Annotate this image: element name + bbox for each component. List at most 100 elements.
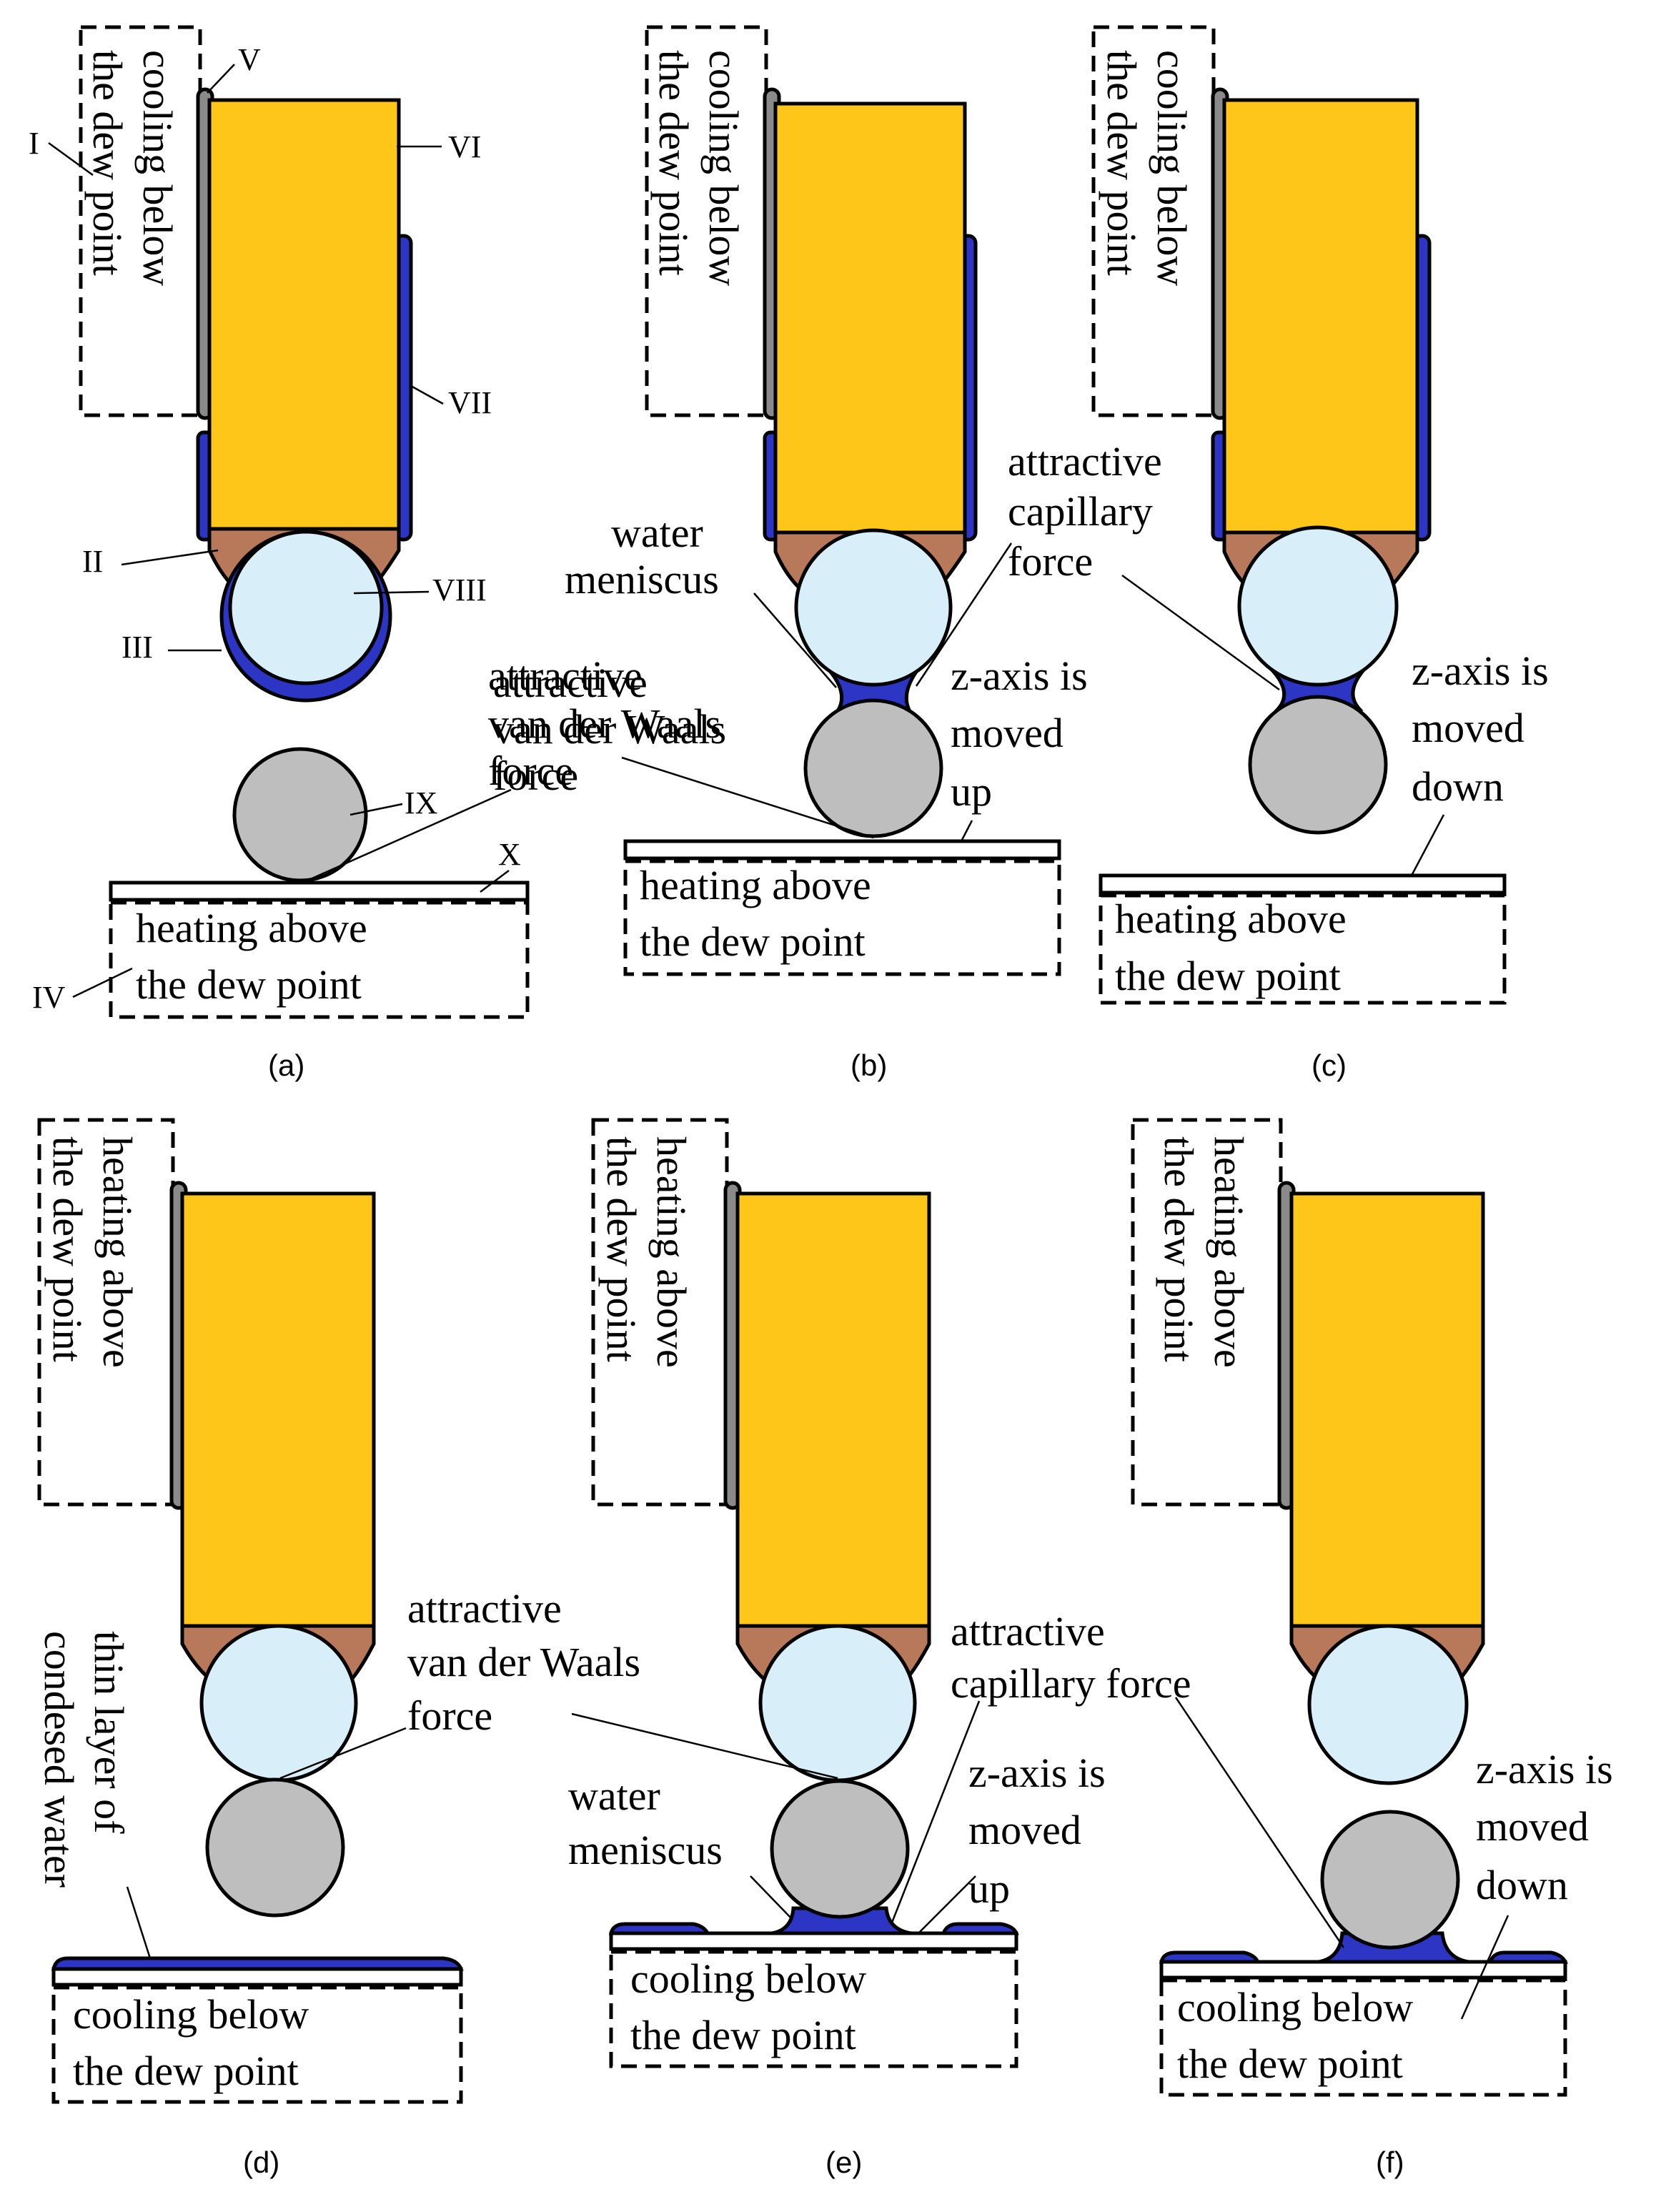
bottom-box-line-2: the dew point xyxy=(630,2012,856,2058)
bottom-box-line-2: the dew point xyxy=(1177,2040,1403,2087)
zaxis-line-2: moved xyxy=(968,1807,1081,1853)
gripper-sphere xyxy=(794,528,953,687)
meniscus-line-2: meniscus xyxy=(565,556,719,602)
gold-holder xyxy=(207,98,401,531)
microsphere xyxy=(232,747,368,883)
meniscus-line-1: water xyxy=(611,510,703,556)
peltier-box-top xyxy=(1091,25,1216,417)
bottom-box-line-1: cooling below xyxy=(73,1991,309,2038)
bottom-box-line-1: heating above xyxy=(640,862,871,908)
vdw-line-1: attractive xyxy=(488,653,643,699)
vdw-annotation: attractive van der Waals force xyxy=(488,653,874,839)
gripper-sphere xyxy=(228,530,384,685)
zaxis-label: z-axis is moved up xyxy=(951,653,1088,842)
top-box-line-1: cooling below xyxy=(700,50,747,286)
peltier-box-top xyxy=(591,1118,729,1507)
microsphere xyxy=(1248,695,1388,835)
bottom-box-line-2: the dew point xyxy=(1115,953,1341,999)
bottom-box-line-1: heating above xyxy=(1115,896,1347,942)
thin-water-layer xyxy=(51,1956,464,1971)
panel-a: cooling below the dew point heating abov… xyxy=(29,25,726,1082)
thin-layer-line-2: condesed water xyxy=(36,1631,82,1888)
meniscus-line-1: water xyxy=(568,1772,660,1819)
top-box-line-2: the dew point xyxy=(84,50,131,276)
zaxis-label: z-axis is moved down xyxy=(1460,1746,1613,2020)
capillary-leader xyxy=(1174,1697,1345,1948)
label-V: V xyxy=(238,42,261,77)
top-box-line-1: heating above xyxy=(1206,1136,1252,1368)
top-box-text: heating above the dew point xyxy=(44,1136,141,1368)
capillary-line-3: force xyxy=(1008,538,1093,585)
panel-b: cooling below the dew point heating abov… xyxy=(488,25,1162,1082)
zaxis-line-2: moved xyxy=(1476,1803,1589,1850)
peltier-box-bottom xyxy=(1099,893,1507,1005)
top-box-line-1: cooling below xyxy=(134,50,181,286)
water-meniscus xyxy=(771,1906,912,1935)
zaxis-line-1: z-axis is xyxy=(951,653,1088,699)
gold-holder xyxy=(1222,98,1419,535)
panel-e: heating above the dew point cooling belo… xyxy=(568,1118,1191,2179)
water-film-left xyxy=(1159,1950,1261,1964)
capillary-leader xyxy=(1121,574,1280,691)
zaxis-line-3: down xyxy=(1412,763,1504,810)
gripper-sphere xyxy=(1237,525,1399,687)
top-box-line-2: the dew point xyxy=(598,1136,645,1362)
top-box-text: cooling below the dew point xyxy=(1099,50,1195,286)
capillary-line-2: capillary force xyxy=(951,1660,1191,1707)
label-VII: VII xyxy=(448,385,492,420)
label-VIII: VIII xyxy=(432,572,487,607)
substrate xyxy=(623,839,1061,861)
substrate xyxy=(1099,873,1507,895)
substrate xyxy=(609,1931,1018,1951)
label-I: I xyxy=(29,126,39,161)
top-box-line-1: heating above xyxy=(648,1136,695,1368)
vdw-line-1: attractive xyxy=(407,1585,562,1632)
bottom-box-line-1: cooling below xyxy=(1177,1984,1413,2030)
caption-b: (b) xyxy=(851,1048,887,1082)
meniscus-line-2: meniscus xyxy=(568,1827,723,1873)
water-film-right xyxy=(1487,1950,1569,1964)
bottom-box-line-2: the dew point xyxy=(73,2048,299,2094)
thin-layer-leader xyxy=(126,1886,152,1959)
label-III: III xyxy=(122,630,153,665)
caption-a: (a) xyxy=(268,1048,304,1082)
vdw-leader xyxy=(571,1712,838,1780)
caption-d: (d) xyxy=(243,2146,279,2179)
annotation-line-1: attractive xyxy=(493,660,648,706)
top-box-text: heating above the dew point xyxy=(598,1136,695,1368)
roman-labels: I II III IV V VI VII VIII IX X xyxy=(29,42,521,1015)
caption-c: (c) xyxy=(1312,1048,1347,1082)
top-box-line-1: heating above xyxy=(94,1136,141,1368)
top-box-line-2: the dew point xyxy=(44,1136,91,1362)
thin-layer-label: thin layer of condesed water xyxy=(36,1631,132,1888)
caption-f: (f) xyxy=(1376,2146,1404,2179)
zaxis-line-2: moved xyxy=(951,710,1063,756)
zaxis-line-3: up xyxy=(968,1865,1010,1912)
label-VI: VI xyxy=(448,129,481,164)
capillary-line-1: attractive xyxy=(1008,438,1162,485)
meniscus-label: water meniscus xyxy=(565,510,837,688)
thin-layer-line-1: thin layer of xyxy=(86,1631,132,1834)
substrate xyxy=(109,881,530,902)
vdw-line-2: van der Waals xyxy=(488,700,721,747)
bottom-box-line-1: heating above xyxy=(136,905,367,951)
capillary-line-2: capillary xyxy=(1008,488,1153,535)
microsphere xyxy=(1320,1810,1460,1950)
peltier-box-bottom xyxy=(609,1950,1018,2068)
microsphere xyxy=(770,1779,910,1919)
vdw-line-2: van der Waals xyxy=(407,1639,640,1685)
meniscus-label: water meniscus xyxy=(568,1772,793,1920)
peltier-box-bottom xyxy=(51,1985,463,2104)
peltier-box-bottom xyxy=(109,901,530,1019)
top-box-line-2: the dew point xyxy=(1099,50,1145,276)
water-film-right xyxy=(941,1922,1019,1935)
label-X: X xyxy=(498,837,521,872)
peltier-box-bottom xyxy=(1159,1978,1567,2097)
substrate xyxy=(51,1967,463,1987)
capillary-label: attractive capillary force xyxy=(915,438,1162,687)
gripper-sphere xyxy=(758,1624,917,1782)
gold-holder xyxy=(735,1191,931,1628)
zaxis-label: z-axis is moved down xyxy=(1410,648,1549,876)
top-box-line-2: the dew point xyxy=(650,50,697,276)
